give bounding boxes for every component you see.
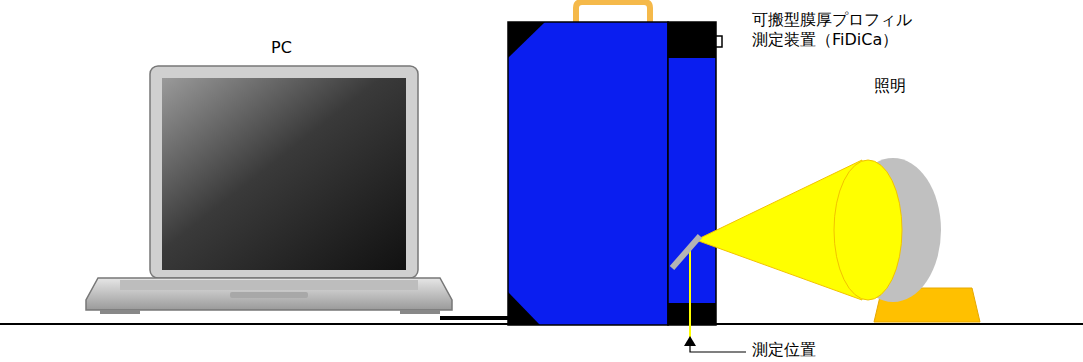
laptop — [86, 66, 452, 314]
lamp-label: 照明 — [874, 76, 906, 96]
position-label: 測定位置 — [752, 340, 816, 360]
lamp — [834, 158, 980, 322]
leader-line — [684, 336, 746, 352]
light-path — [689, 246, 691, 338]
device-label: 可搬型膜厚プロフィル 測定装置（FiDiCa） — [752, 10, 920, 50]
usb-cable — [440, 316, 510, 320]
computer-label: PC — [271, 38, 292, 58]
mirror — [672, 236, 700, 268]
